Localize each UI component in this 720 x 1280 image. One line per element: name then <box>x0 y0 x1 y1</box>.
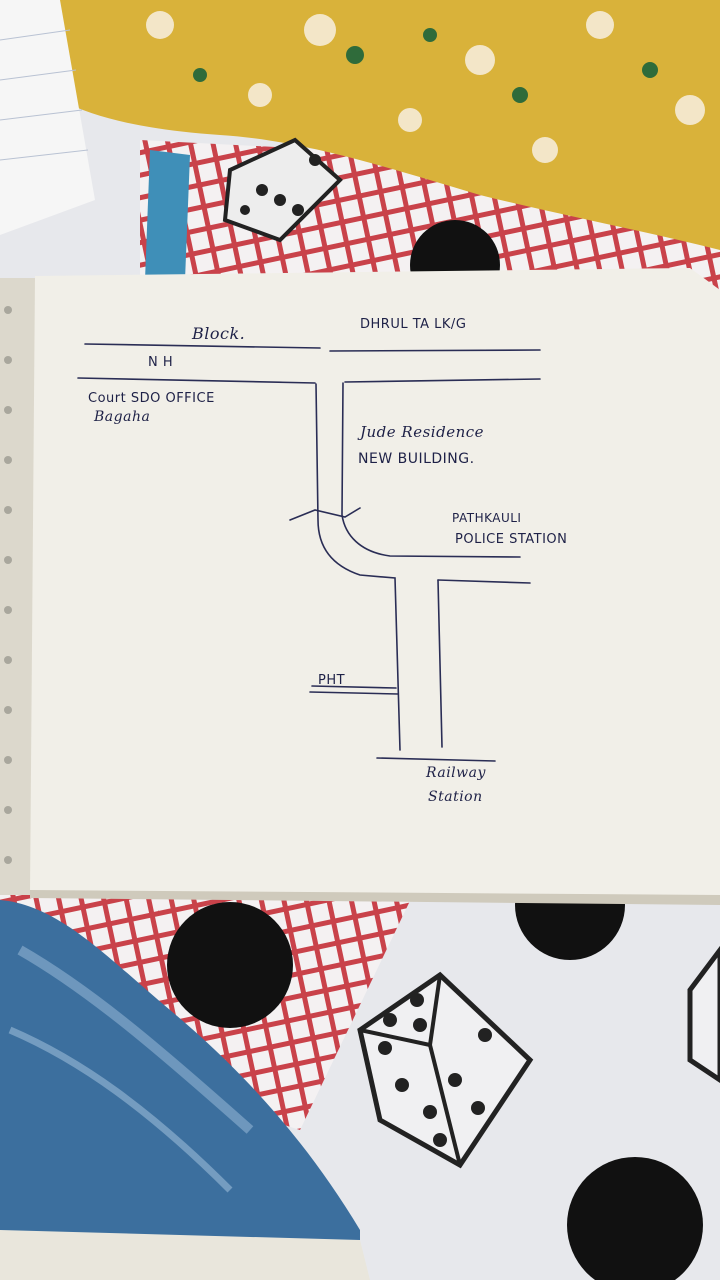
label-jude: Jude Residence <box>360 423 485 441</box>
dice-icon-bottom <box>357 971 534 1169</box>
label-railway: Railway <box>426 765 486 781</box>
dice-icon-right <box>687 945 720 1084</box>
label-police: POLICE STATION <box>455 532 568 547</box>
label-court: Court SDO OFFICE <box>88 391 215 406</box>
label-dhrul: DHRUL TA LK/G <box>360 317 467 332</box>
label-pht: PHT <box>318 673 346 688</box>
label-station: Station <box>428 789 483 805</box>
label-bagaha: Bagaha <box>94 409 151 425</box>
dice-icon-top <box>222 137 343 243</box>
label-pathkauli: PATHKAULI <box>452 511 522 525</box>
label-block: Block. <box>192 324 246 343</box>
label-nh: N H <box>148 355 174 370</box>
label-new-building: NEW BUILDING. <box>358 451 475 467</box>
